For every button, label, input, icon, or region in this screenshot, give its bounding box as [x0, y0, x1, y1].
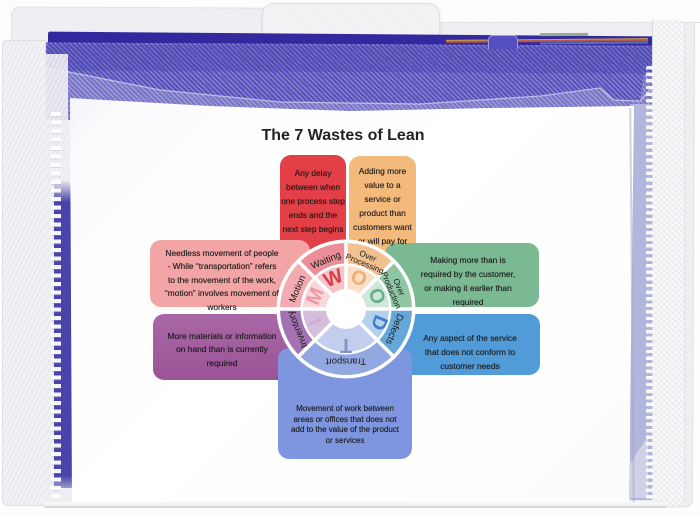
svg-text:M: M — [302, 284, 329, 308]
svg-text:Transport: Transport — [325, 355, 366, 366]
svg-text:O: O — [347, 265, 370, 291]
svg-text:O: O — [363, 284, 389, 307]
svg-text:T: T — [339, 334, 351, 356]
